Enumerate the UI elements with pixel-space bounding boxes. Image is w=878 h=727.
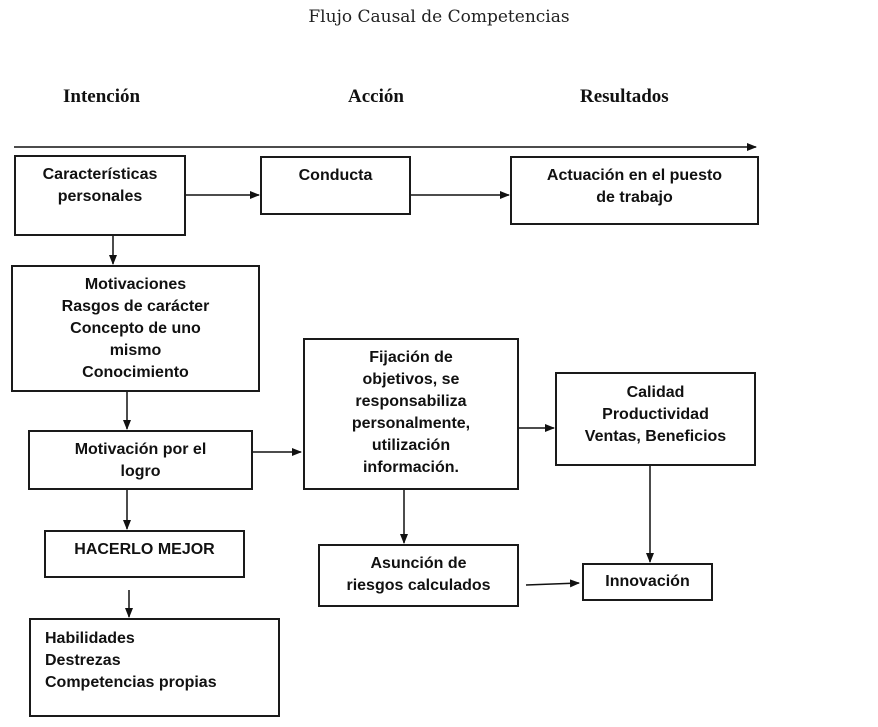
column-header-accion: Acción: [348, 86, 404, 107]
arrow-asuncion-to-innovacion: [525, 579, 580, 588]
box-calidad-text: Calidad Productividad Ventas, Beneficios: [584, 384, 727, 445]
box-calidad: Calidad Productividad Ventas, Beneficios: [555, 372, 756, 466]
box-motivaciones: Motivaciones Rasgos de carácter Concepto…: [11, 265, 260, 392]
diagram-title: Flujo Causal de Competencias: [308, 7, 570, 27]
box-hacerlo-mejor: HACERLO MEJOR: [44, 530, 245, 578]
box-hacerlo-mejor-text: HACERLO MEJOR: [74, 541, 215, 558]
box-conducta: Conducta: [260, 156, 411, 215]
box-innovacion: Innovación: [582, 563, 713, 601]
box-asuncion-riesgos: Asunción de riesgos calculados: [318, 544, 519, 607]
column-header-intencion: Intención: [63, 86, 141, 107]
box-motivacion-logro-text: Motivación por el logro: [74, 441, 207, 480]
box-conducta-text: Conducta: [298, 167, 373, 184]
box-caracteristicas-personales-text: Características personales: [42, 166, 158, 205]
box-habilidades-text: Habilidades Destrezas Competencias propi…: [45, 630, 217, 691]
box-motivaciones-text: Motivaciones Rasgos de carácter Concepto…: [61, 276, 210, 381]
column-header-resultados: Resultados: [580, 86, 669, 107]
box-innovacion-text: Innovación: [605, 573, 690, 590]
box-habilidades: Habilidades Destrezas Competencias propi…: [29, 618, 280, 717]
box-fijacion-objetivos-text: Fijación de objetivos, se responsabiliza…: [351, 349, 471, 476]
box-caracteristicas-personales: Características personales: [14, 155, 186, 236]
box-motivacion-logro: Motivación por el logro: [28, 430, 253, 490]
box-fijacion-objetivos: Fijación de objetivos, se responsabiliza…: [303, 338, 519, 490]
box-asuncion-riesgos-text: Asunción de riesgos calculados: [346, 555, 491, 594]
box-actuacion-puesto-text: Actuación en el puesto de trabajo: [546, 167, 723, 206]
box-actuacion-puesto: Actuación en el puesto de trabajo: [510, 156, 759, 225]
